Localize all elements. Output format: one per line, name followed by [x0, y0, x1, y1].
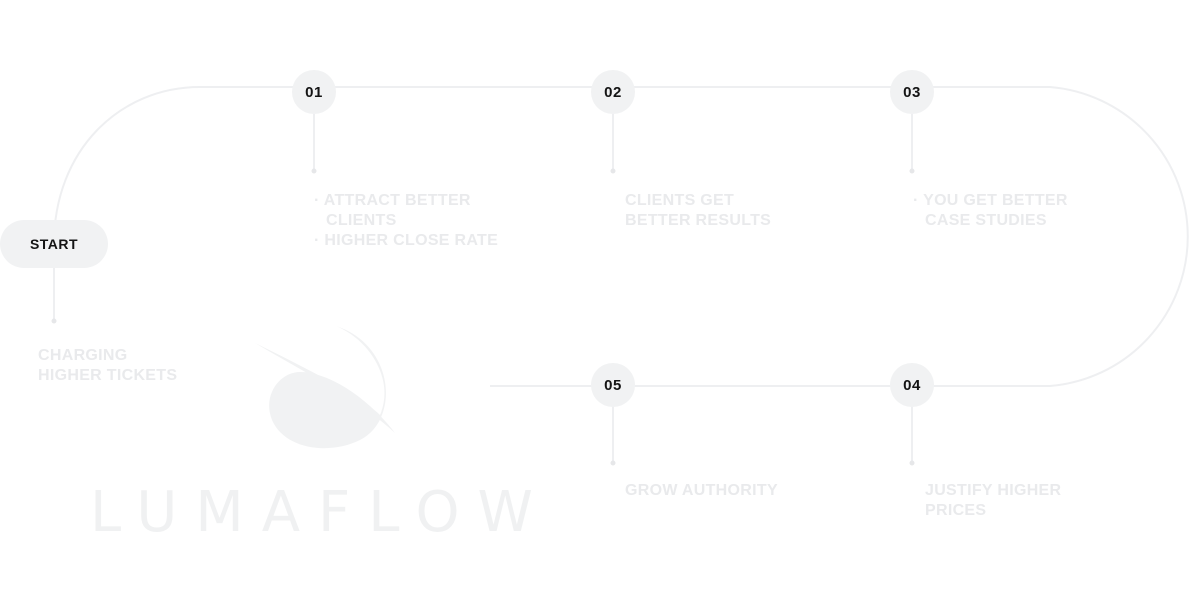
step-05-line: GROW AUTHORITY [625, 482, 778, 499]
step-04-caption: JUSTIFY HIGHER PRICES [925, 481, 1061, 521]
step-02-line: CLIENTS GET [625, 192, 735, 209]
step-04-node: 04 [890, 363, 934, 407]
step-03-caption: YOU GET BETTER CASE STUDIES [923, 191, 1068, 231]
step-04-line: JUSTIFY HIGHER [925, 482, 1062, 499]
step-02-caption: CLIENTS GET BETTER RESULTS [625, 191, 771, 231]
step-02-line: BETTER RESULTS [625, 212, 772, 229]
step-04-line: PRICES [925, 502, 987, 519]
step-01-bullet: HIGHER CLOSE RATE [324, 231, 498, 251]
swoosh-logo-icon [255, 326, 395, 449]
step-03-line: CASE STUDIES [925, 212, 1047, 229]
step-05-caption: GROW AUTHORITY [625, 481, 778, 501]
start-caption: CHARGING HIGHER TICKETS [38, 346, 177, 386]
step-03-bullet: YOU GET BETTER [923, 191, 1068, 211]
step-01-node: 01 [292, 70, 336, 114]
step-05-node: 05 [591, 363, 635, 407]
start-caption-line: CHARGING [38, 347, 128, 364]
step-03-node: 03 [890, 70, 934, 114]
start-caption-line: HIGHER TICKETS [38, 367, 178, 384]
step-01-line: CLIENTS [326, 212, 397, 229]
step-01-caption: ATTRACT BETTER CLIENTS HIGHER CLOSE RATE [324, 191, 498, 251]
step-02-node: 02 [591, 70, 635, 114]
brand-watermark: LUMAFLOW [90, 480, 551, 545]
start-node: START [0, 220, 108, 268]
step-01-bullet: ATTRACT BETTER [324, 191, 498, 211]
